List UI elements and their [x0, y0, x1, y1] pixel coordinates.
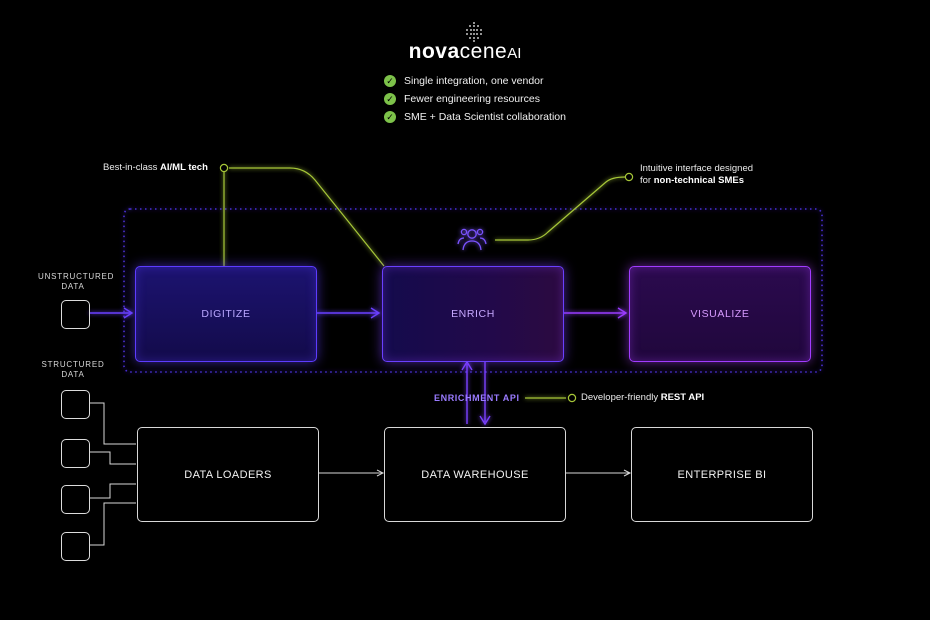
- unstructured-label-line2: DATA: [61, 282, 85, 291]
- api-annotation-bold: REST API: [660, 392, 705, 403]
- visualize-stage: VISUALIZE: [629, 266, 811, 362]
- enterprise-bi-label: ENTERPRISE BI: [677, 468, 767, 481]
- data-loaders-box: DATA LOADERS: [137, 427, 319, 522]
- enterprise-bi-box: ENTERPRISE BI: [631, 427, 813, 522]
- benefit-text: Fewer engineering resources: [404, 93, 540, 105]
- interface-annotation: Intuitive interface designed for non-tec…: [640, 163, 753, 187]
- brand-name-part2: cene: [459, 40, 508, 63]
- structured-source-1: [61, 390, 90, 419]
- annotation-lines: [223, 167, 626, 399]
- benefit-item: ✓ Single integration, one vendor: [384, 72, 566, 90]
- brand-name-part3: AI: [507, 45, 522, 62]
- api-annotation: Developer-friendly REST API: [581, 392, 704, 404]
- dot-grid-icon: [466, 22, 482, 42]
- benefit-text: SME + Data Scientist collaboration: [404, 111, 566, 123]
- aiml-annotation: Best-in-class AI/ML tech: [103, 162, 208, 174]
- structured-label-line2: DATA: [61, 370, 85, 379]
- users-group-icon: [457, 228, 487, 251]
- visualize-label: VISUALIZE: [690, 308, 750, 320]
- platform-container: [123, 208, 823, 373]
- benefit-item: ✓ Fewer engineering resources: [384, 90, 566, 108]
- digitize-label: DIGITIZE: [201, 308, 251, 320]
- annotation-dots: [219, 163, 634, 403]
- brand-name-part1: nova: [408, 40, 460, 63]
- enrich-stage: ENRICH: [382, 266, 564, 362]
- enrich-label: ENRICH: [451, 308, 495, 320]
- stage-arrows: [89, 307, 381, 319]
- digitize-stage: DIGITIZE: [135, 266, 317, 362]
- pipeline-arrows: [318, 469, 632, 477]
- structured-data-label: STRUCTURED DATA: [38, 360, 108, 380]
- structured-source-4: [61, 532, 90, 561]
- check-circle-icon: ✓: [384, 111, 396, 123]
- unstructured-label-line1: UNSTRUCTURED: [38, 272, 115, 281]
- structured-connectors: [89, 402, 136, 546]
- api-arrows: [461, 360, 491, 426]
- structured-source-2: [61, 439, 90, 468]
- interface-annotation-line2-prefix: for: [640, 175, 654, 186]
- structured-source-3: [61, 485, 90, 514]
- api-annotation-prefix: Developer-friendly: [581, 392, 661, 403]
- benefit-item: ✓ SME + Data Scientist collaboration: [384, 108, 566, 126]
- check-circle-icon: ✓: [384, 75, 396, 87]
- brand-logo: novaceneAI: [0, 40, 930, 64]
- benefits-list: ✓ Single integration, one vendor ✓ Fewer…: [384, 72, 566, 126]
- aiml-annotation-prefix: Best-in-class: [103, 162, 161, 173]
- check-circle-icon: ✓: [384, 93, 396, 105]
- data-warehouse-box: DATA WAREHOUSE: [384, 427, 566, 522]
- data-loaders-label: DATA LOADERS: [184, 468, 272, 481]
- interface-annotation-line2-bold: non-technical SMEs: [653, 175, 744, 186]
- structured-label-line1: STRUCTURED: [41, 360, 105, 369]
- aiml-annotation-bold: AI/ML tech: [160, 162, 208, 173]
- interface-annotation-line1: Intuitive interface designed: [640, 163, 754, 174]
- benefit-text: Single integration, one vendor: [404, 75, 544, 87]
- enrichment-api-label: ENRICHMENT API: [434, 393, 520, 403]
- unstructured-data-label: UNSTRUCTURED DATA: [38, 272, 115, 292]
- data-warehouse-label: DATA WAREHOUSE: [421, 468, 529, 481]
- unstructured-source: [61, 300, 90, 329]
- interface-annotation-line2: for non-technical SMEs: [640, 175, 753, 187]
